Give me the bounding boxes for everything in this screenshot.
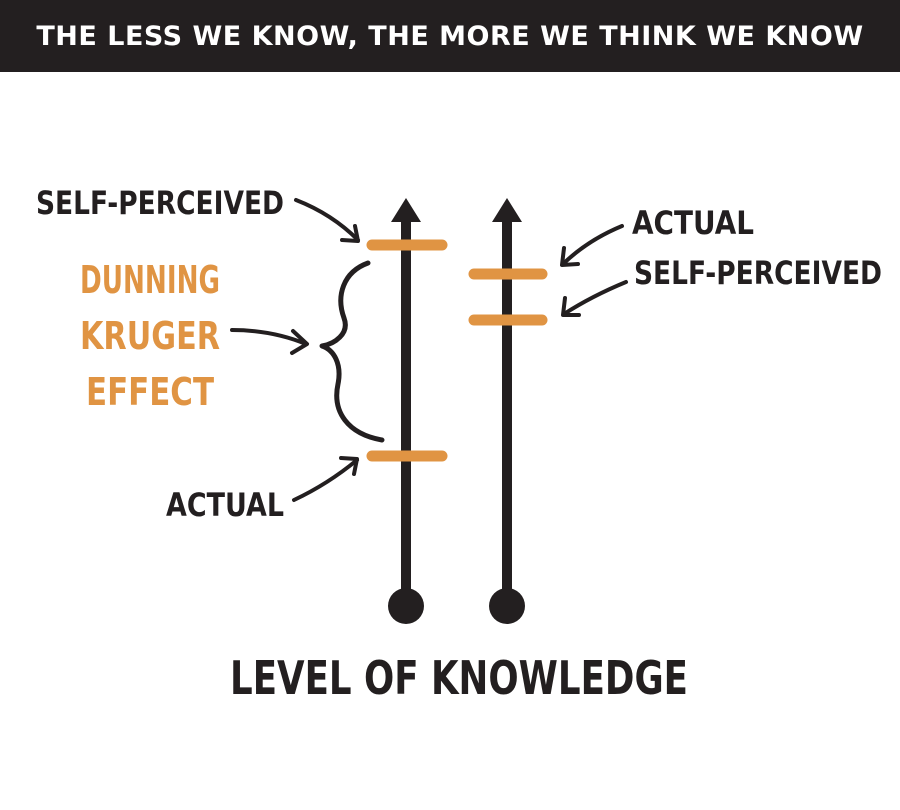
dunning-label-line1: DUNNING xyxy=(80,258,220,302)
left-scale xyxy=(319,198,448,624)
banner-title: THE LESS WE KNOW, THE MORE WE THINK WE K… xyxy=(36,20,864,52)
left-actual-label: ACTUAL xyxy=(166,486,284,524)
right-actual-label: ACTUAL xyxy=(632,204,754,242)
left-actual-arrow-icon xyxy=(292,456,359,502)
left-self-perceived-arrow-icon xyxy=(294,198,360,243)
right-scale xyxy=(468,198,548,624)
pointer-arrows xyxy=(230,198,628,502)
right-scale-arrowhead-icon xyxy=(492,198,522,222)
level-of-knowledge-label: LEVEL OF KNOWLEDGE xyxy=(230,651,688,705)
dunning-kruger-brace xyxy=(319,260,385,443)
left-scale-base-dot xyxy=(388,588,424,624)
left-self-perceived-label: SELF-PERCEIVED xyxy=(36,184,284,222)
right-actual-arrow-icon xyxy=(560,224,624,267)
left-scale-arrowhead-icon xyxy=(391,198,421,222)
kruger-label-line2: KRUGER xyxy=(80,314,220,358)
right-self-perceived-arrow-icon xyxy=(561,280,628,317)
right-scale-base-dot xyxy=(489,588,525,624)
title-banner: THE LESS WE KNOW, THE MORE WE THINK WE K… xyxy=(0,0,900,72)
dunning-kruger-arrow-icon xyxy=(230,328,309,355)
effect-label-line3: EFFECT xyxy=(86,370,214,414)
right-self-perceived-label: SELF-PERCEIVED xyxy=(634,254,882,292)
